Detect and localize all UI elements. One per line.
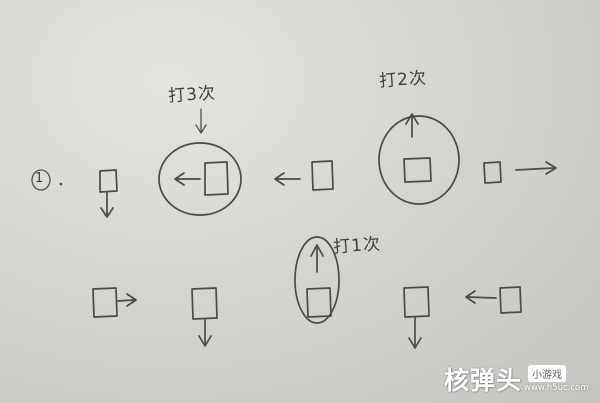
watermark-url: www.h5uc.com: [524, 383, 589, 393]
circle-highlight-3: [294, 236, 340, 324]
watermark-subtitle: 小游戏: [528, 365, 566, 382]
box-arrow-left-2: [465, 286, 522, 314]
box-arrow-right-2: [92, 287, 137, 318]
circle-highlight-2: [378, 115, 460, 205]
pointer-arrow-1: [195, 108, 207, 134]
step-number-circle: [31, 169, 51, 191]
box-arrow-up-circled-2: [306, 244, 332, 318]
box-arrow-left-1: [274, 160, 334, 191]
box-arrow-right-1: [483, 161, 557, 184]
circle-highlight-1: [158, 142, 242, 216]
box-arrow-down-3: [403, 286, 430, 349]
box-arrow-down-1: [99, 169, 118, 218]
step-number: 1: [35, 171, 44, 186]
dot-mark: [59, 182, 63, 186]
watermark: 核弹头 小游戏 www.h5uc.com: [444, 359, 594, 399]
box-arrow-left-circled: [174, 161, 229, 196]
watermark-brand: 核弹头: [444, 366, 523, 395]
box-arrow-down-2: [191, 287, 218, 347]
box-arrow-up-circled: [403, 113, 432, 183]
